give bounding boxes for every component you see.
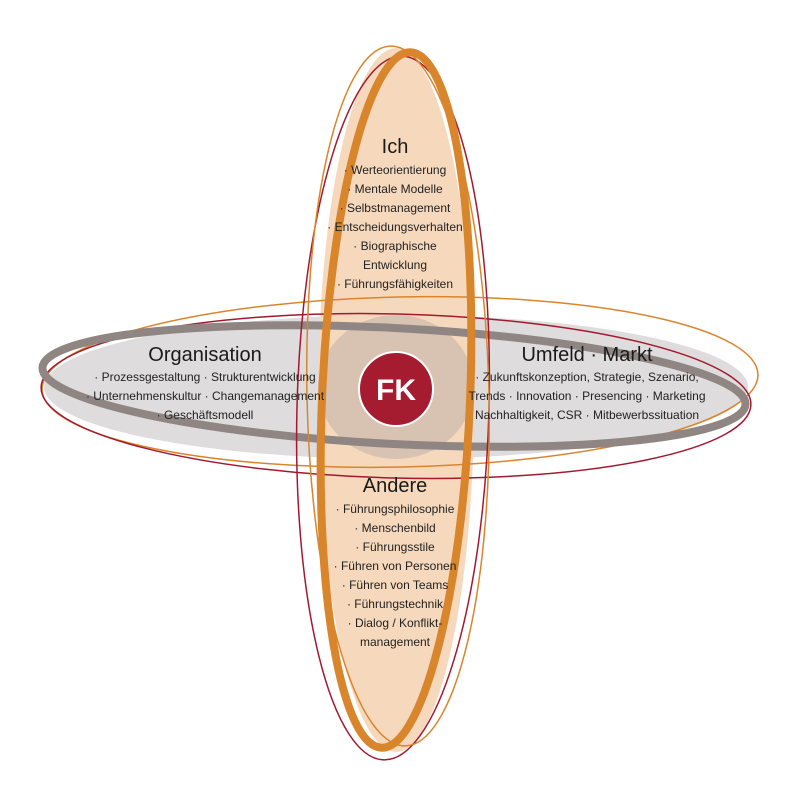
left-petal-items: · Prozessgestaltung · Strukturentwicklun… [60,368,350,425]
list-item: · Werteorientierung [343,163,447,177]
right-petal-title: Umfeld · Markt [521,344,653,366]
list-item: · Geschäftsmodell [156,408,254,422]
list-item: Trends · Innovation · Presencing · Marke… [468,389,706,403]
list-item: · Führungsfähigkeiten [336,277,454,291]
hub-circle [358,351,434,427]
vertical-outline-orange-thick [316,48,476,752]
top-petal-label: Ich · Werteorientierung · Mentale Modell… [300,136,490,294]
list-item: · Führen von Teams [341,578,449,592]
hub-label: FK [376,374,416,407]
list-item: · Führungsphilosophie [335,502,455,516]
right-petal-label: Umfeld · Markt · Zukunftskonzeption, Str… [442,344,732,425]
top-petal-title: Ich [381,136,409,158]
bottom-petal-title: Andere [362,475,428,497]
vertical-outline-orange-thin [305,45,491,747]
list-item: · Unternehmenskultur · Changemanagement [85,389,325,403]
list-item: Entwicklung [362,258,428,272]
horizontal-outline-orange [41,295,759,469]
list-item: · Selbstmanagement [339,201,451,215]
list-item: · Prozessgestaltung · Strukturentwicklun… [94,370,316,384]
horizontal-outline-crimson [40,312,752,480]
list-item: · Entscheidungsverhalten [327,220,463,234]
right-petal-items: · Zukunftskonzeption, Strategie, Szenari… [442,368,732,425]
horizontal-outline-gray [38,321,750,451]
bottom-petal-label: Andere · Führungsphilosophie · Menschenb… [300,475,490,652]
list-item: management [359,635,431,649]
list-item: · Dialog / Konflikt- [347,616,443,630]
list-item: · Mentale Modelle [347,182,443,196]
list-item: · Menschenbild [354,521,436,535]
list-item: Nachhaltigkeit, CSR · Mitbewerbssituatio… [474,408,700,422]
left-petal-title: Organisation [148,344,262,366]
list-item: · Führen von Personen [333,559,457,573]
list-item: · Führungstechnik [346,597,444,611]
left-petal-label: Organisation · Prozessgestaltung · Struk… [60,344,350,425]
top-petal-items: · Werteorientierung · Mentale Modelle · … [300,161,490,294]
list-item: · Zukunftskonzeption, Strategie, Szenari… [475,370,699,384]
bottom-petal-items: · Führungsphilosophie · Menschenbild · F… [300,500,490,652]
list-item: · Biographische [353,239,437,253]
list-item: · Führungsstile [355,540,435,554]
